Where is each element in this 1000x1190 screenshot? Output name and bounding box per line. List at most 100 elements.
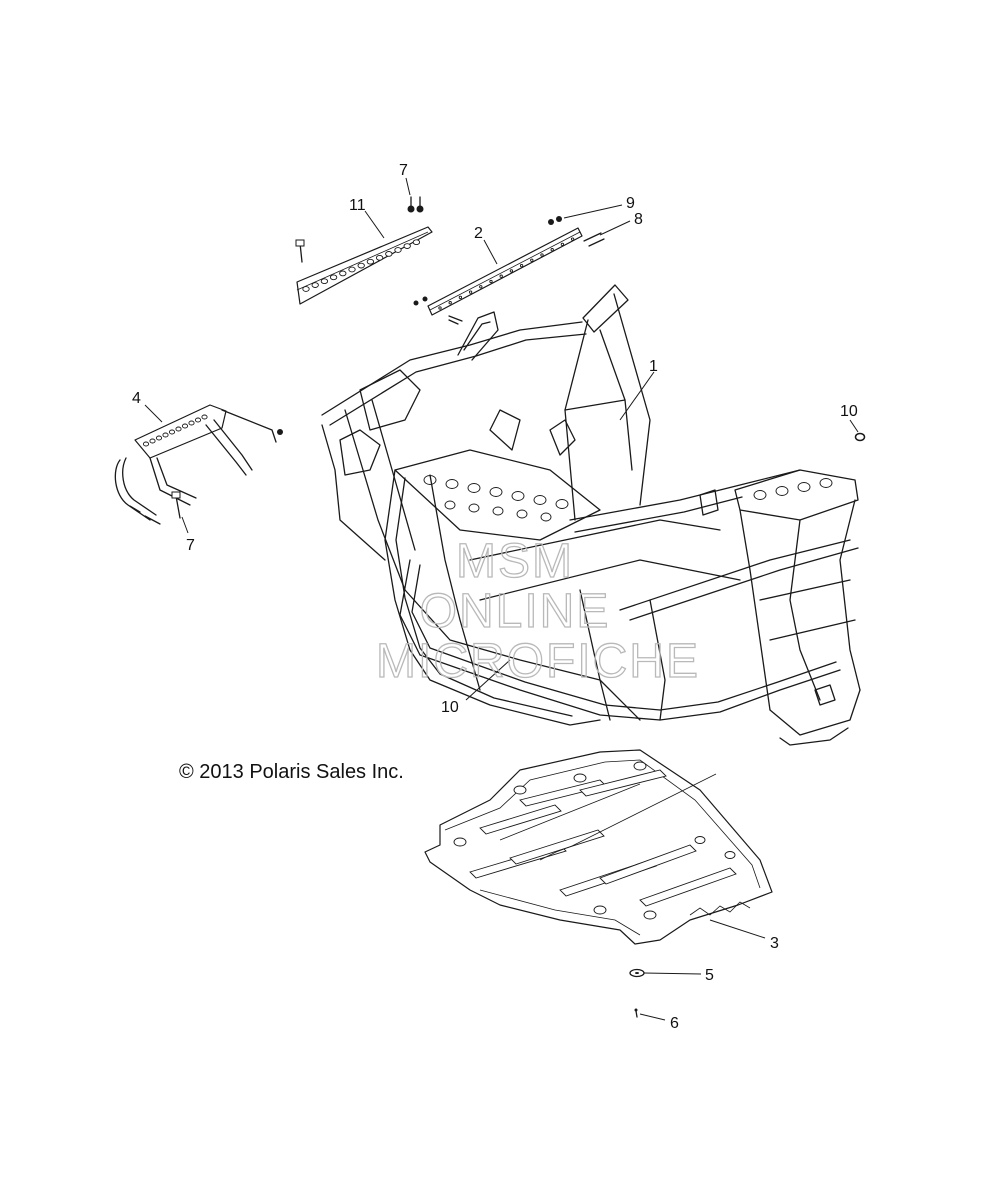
callout-3: 3 <box>770 935 779 952</box>
bracket-hole <box>412 239 421 246</box>
callout-7-left: 7 <box>186 537 195 554</box>
bumper-hole <box>142 441 150 447</box>
watermark-line-1: MSM <box>456 535 574 588</box>
callout-1: 1 <box>649 358 658 375</box>
bumper-hole <box>155 435 163 441</box>
part-10-nut[interactable] <box>854 432 866 442</box>
rail-hole <box>479 285 483 289</box>
part-7-bolt-left[interactable] <box>171 491 181 519</box>
bumper-hole <box>201 414 208 420</box>
bumper-hole <box>162 432 169 438</box>
bracket-hole <box>329 274 338 281</box>
callouts: 1 2 3 4 5 6 7 7 8 9 10 10 11 <box>132 162 858 1032</box>
callout-11: 11 <box>349 197 366 214</box>
rail-hole <box>438 306 442 310</box>
leader-7a <box>405 177 411 196</box>
leader-8 <box>599 220 631 236</box>
watermark-line-2: ONLINE <box>420 585 611 638</box>
skid-slot <box>579 769 667 797</box>
bracket-hole <box>320 278 329 285</box>
frame-hole <box>489 487 503 497</box>
skid-hole <box>694 836 706 844</box>
part-6-screw[interactable] <box>634 1008 638 1018</box>
skid-hole <box>633 761 647 771</box>
callout-6: 6 <box>670 1015 679 1032</box>
callout-8: 8 <box>634 211 643 228</box>
frame-hole <box>511 491 525 501</box>
bracket-hole <box>394 247 402 253</box>
skid-slot <box>479 804 562 835</box>
skid-slot <box>599 844 697 885</box>
bracket-hole <box>339 270 347 277</box>
skid-hole <box>643 910 657 920</box>
bracket-hole <box>403 243 411 249</box>
part-3-skid-plate[interactable] <box>424 749 773 945</box>
rail-hole <box>550 248 554 252</box>
rail-hole <box>509 269 514 273</box>
frame-hole <box>444 500 456 510</box>
frame-hole <box>492 506 504 516</box>
part-9-nuts[interactable] <box>548 216 562 225</box>
frame-hole <box>753 490 767 500</box>
leader-9 <box>563 204 623 219</box>
rail-hole <box>519 263 524 268</box>
callout-9: 9 <box>626 195 635 212</box>
frame-hole <box>468 503 480 513</box>
part-8-rivets[interactable] <box>583 232 605 247</box>
skid-slot <box>639 867 737 907</box>
leader-10a <box>849 419 859 433</box>
frame-hole <box>555 499 569 509</box>
bumper-hole <box>168 429 176 435</box>
bumper-hole <box>194 417 202 423</box>
frame-hole <box>516 509 528 519</box>
leader-11 <box>364 210 385 239</box>
rail-hole <box>570 237 575 241</box>
bumper-hole <box>175 426 182 432</box>
frame-hole <box>533 495 547 505</box>
frame-hole <box>819 478 833 488</box>
part-7-bolts-top[interactable] <box>407 196 424 213</box>
watermark-line-3: MICROFICHE <box>376 635 700 688</box>
leader-6 <box>639 1013 666 1021</box>
skid-hole <box>724 851 736 859</box>
callout-4: 4 <box>132 390 141 407</box>
rail-hole <box>458 295 463 300</box>
skid-hole <box>513 785 527 795</box>
callout-7-top: 7 <box>399 162 408 179</box>
frame-hole <box>797 482 811 492</box>
bracket-hole <box>348 266 356 273</box>
callout-2: 2 <box>474 225 483 242</box>
frame-hole <box>445 479 459 489</box>
callout-5: 5 <box>705 967 714 984</box>
skid-slot <box>509 829 605 865</box>
rail-hole <box>530 258 534 262</box>
rail-hole <box>540 253 544 257</box>
leader-3 <box>709 919 766 939</box>
part-2-rail[interactable] <box>413 227 583 325</box>
leader-1 <box>619 371 655 421</box>
bracket-hole <box>385 251 393 257</box>
rail-hole <box>489 279 493 284</box>
frame-hole <box>467 483 481 493</box>
part-11-bracket[interactable] <box>295 226 433 305</box>
leader-10b <box>465 659 511 701</box>
bracket-hole <box>302 286 310 292</box>
skid-hole <box>453 837 467 847</box>
frame-hole <box>540 512 552 522</box>
part-1-main-frame[interactable] <box>321 284 861 746</box>
rail-hole <box>560 242 565 247</box>
leader-2 <box>483 239 498 265</box>
callout-10-bottom: 10 <box>441 699 459 716</box>
bracket-hole <box>311 282 319 288</box>
skid-hole <box>593 905 607 915</box>
rail-hole <box>448 301 452 305</box>
bracket-hole <box>357 262 365 269</box>
part-4-bumper[interactable] <box>114 404 283 525</box>
rail-hole <box>499 274 503 278</box>
bumper-hole <box>181 423 189 429</box>
part-5-washer[interactable] <box>629 968 645 978</box>
watermark: MSM ONLINE MICROFICHE <box>375 534 700 688</box>
frame-hole <box>775 486 789 496</box>
bumper-hole <box>188 420 195 426</box>
